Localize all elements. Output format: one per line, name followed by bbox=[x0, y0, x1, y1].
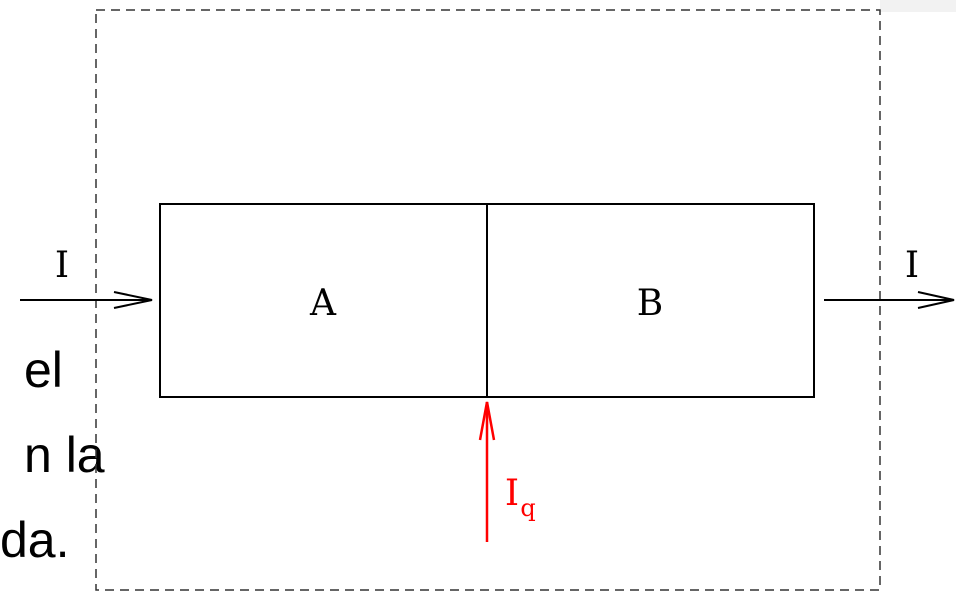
current-out-label: I bbox=[905, 245, 919, 286]
background-text-line-1: el bbox=[24, 342, 63, 398]
current-in-label: I bbox=[55, 245, 69, 286]
current-in-arrowhead bbox=[113, 291, 153, 309]
injected-current-subscript: q bbox=[520, 494, 535, 522]
current-out-arrowhead bbox=[917, 291, 955, 309]
background-text-line-3: da. bbox=[0, 512, 70, 568]
background-text-line-2: n la bbox=[24, 427, 105, 483]
block-a-label: A bbox=[309, 283, 337, 324]
block-b-label: B bbox=[637, 283, 663, 324]
injected-current-arrowhead bbox=[478, 401, 496, 441]
injected-current-label: I bbox=[505, 473, 519, 514]
block-b bbox=[486, 203, 815, 398]
top-band bbox=[880, 0, 956, 12]
